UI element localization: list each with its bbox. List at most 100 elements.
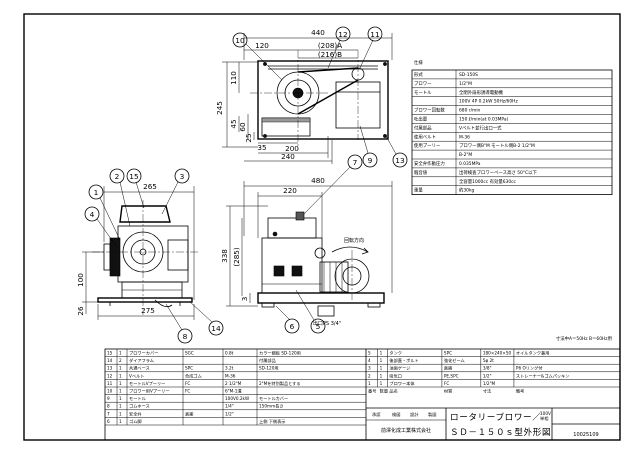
svg-text:3: 3 bbox=[180, 172, 185, 181]
parts-cell-qty: 1 bbox=[119, 351, 122, 356]
balloon-5: 5 bbox=[295, 289, 326, 334]
frequency-note: 寸法中A＝50Hz B＝60Hz用 bbox=[556, 335, 612, 342]
parts-cell-no: 13 bbox=[107, 366, 113, 371]
parts-cell-name: 安全弁 bbox=[129, 410, 142, 417]
dim-top-left-25: 25 bbox=[244, 133, 253, 142]
parts-cell-note: オイルタンク兼用 bbox=[516, 350, 550, 357]
spec-value: B-2"M bbox=[459, 152, 472, 158]
parts-cell-size: 6"M-1溝 bbox=[225, 388, 242, 395]
parts-cell-name: ゴムホース bbox=[129, 403, 150, 409]
spec-value: 全容量1000cc 有効量630cc bbox=[459, 178, 517, 185]
svg-text:8: 8 bbox=[183, 332, 188, 341]
parts-cell-mat: 真鍮 bbox=[444, 365, 453, 372]
parts-cell-size: 5φ 2t bbox=[483, 358, 494, 363]
svg-text:12: 12 bbox=[338, 30, 347, 39]
spec-key: 使用ベルト bbox=[414, 133, 436, 140]
lbl-draw: 製図 bbox=[428, 411, 436, 418]
parts-cell-mat: SGC bbox=[185, 351, 194, 356]
dim-front-285: (285) bbox=[232, 247, 241, 267]
parts-header-size: 寸法 bbox=[483, 388, 491, 395]
balloon-6: 6 bbox=[275, 305, 300, 334]
top-view-base bbox=[257, 60, 389, 140]
parts-cell-mat: 真鍮 bbox=[185, 410, 194, 417]
parts-cell-qty: 1 bbox=[119, 404, 122, 409]
spec-value: プロワー側B"M モートル側B-2 1/2"M bbox=[459, 142, 535, 149]
parts-cell-qty: 1 bbox=[119, 411, 122, 416]
parts-cell-no: 8 bbox=[107, 404, 110, 409]
front-view-dimensions: 480 220 338 (285) 3 bbox=[220, 176, 393, 307]
svg-text:5: 5 bbox=[316, 322, 321, 331]
dim-top-width: 440 bbox=[311, 28, 325, 37]
parts-cell-qty: 1 bbox=[119, 373, 122, 378]
dim-side-26: 26 bbox=[76, 306, 85, 316]
spec-key: ブロワー回転数 bbox=[414, 107, 445, 114]
parts-cell-no: 10 bbox=[107, 389, 113, 394]
side-view bbox=[92, 200, 200, 315]
spec-value: 150 ℓ/min(at 0.03MPa) bbox=[459, 117, 509, 123]
balloon-11: 11 bbox=[359, 26, 383, 69]
svg-text:2: 2 bbox=[115, 172, 120, 181]
parts-cell-size: 1/2" bbox=[483, 373, 492, 378]
dim-top-200: 200 bbox=[285, 144, 299, 153]
side-view-dimensions: 265 275 100 26 bbox=[76, 182, 195, 320]
parts-cell-qty: 1 bbox=[119, 419, 122, 424]
parts-cell-name: 共通ベース bbox=[129, 365, 150, 372]
lbl-approve: 承認 bbox=[372, 411, 381, 418]
dim-top-a: (208)A bbox=[318, 41, 342, 50]
parts-header-name: 品名 bbox=[389, 388, 397, 395]
parts-cell-name: Vベルト bbox=[129, 373, 144, 378]
parts-cell-no: 15 bbox=[107, 351, 113, 356]
spec-key: 付属部品 bbox=[414, 124, 432, 131]
spec-value: 1/2"M bbox=[459, 81, 472, 87]
spec-title: 仕様 bbox=[414, 59, 423, 66]
lbl-check: 検図 bbox=[392, 411, 400, 418]
parts-cell-qty: 1 bbox=[119, 381, 122, 386]
parts-cell-name: モートル bbox=[129, 396, 146, 401]
balloon-13: 13 bbox=[385, 135, 408, 168]
parts-cell-qty: 2 bbox=[119, 358, 122, 363]
parts-cell-size: 0.8t bbox=[225, 351, 234, 356]
dim-front-338: 338 bbox=[220, 249, 229, 263]
parts-cell-name: ブロワー用Vプーリー bbox=[129, 388, 170, 395]
parts-cell-note: SD-120用 bbox=[259, 366, 279, 372]
dim-top-offset: 120 bbox=[255, 41, 269, 50]
parts-cell-name: ダイアフラム bbox=[129, 357, 154, 364]
svg-text:14: 14 bbox=[211, 324, 221, 333]
parts-cell-qty: 1 bbox=[380, 366, 383, 371]
spec-value: 680 r/min bbox=[459, 108, 481, 114]
spec-key: モートル bbox=[414, 90, 432, 96]
parts-cell-mat: SPC bbox=[185, 366, 193, 371]
svg-text:15: 15 bbox=[129, 172, 139, 181]
parts-cell-no: 14 bbox=[107, 358, 113, 363]
dim-top-left-245: 245 bbox=[215, 101, 224, 115]
svg-text:6: 6 bbox=[290, 322, 295, 331]
balloon-7: 7 bbox=[303, 154, 363, 215]
parts-cell-qty: 1 bbox=[380, 358, 383, 363]
svg-text:7: 7 bbox=[353, 158, 358, 167]
dim-top-35: 35 bbox=[257, 143, 266, 152]
dim-front-220: 220 bbox=[283, 186, 297, 195]
title-block: 承認 検図 設計 製図 前澤化成工業株式会社 ロータリーブロワー／ ＳＤ－１５０… bbox=[366, 407, 620, 440]
dim-side-100: 100 bbox=[76, 273, 85, 287]
dim-top-left-60: 60 bbox=[238, 122, 247, 132]
spec-value: 約30kg bbox=[459, 187, 475, 194]
rotation-direction-label: 回転方向 bbox=[344, 237, 364, 244]
parts-cell-qty: 1 bbox=[380, 351, 383, 356]
front-view: 回転方向 出口PS 3/4" bbox=[257, 211, 385, 327]
spec-value: 100V 4P 0.2kW 50Hz/60Hz bbox=[459, 99, 518, 105]
parts-cell-qty: 1 bbox=[119, 389, 122, 394]
voltage: 100V bbox=[540, 411, 551, 416]
balloon-4: 4 bbox=[84, 206, 117, 247]
dim-top-240: 240 bbox=[281, 152, 295, 161]
parts-cell-name: タンク bbox=[389, 350, 402, 357]
outlet-label: 出口PS 3/4" bbox=[313, 320, 341, 327]
parts-cell-mat: FC bbox=[444, 381, 449, 386]
dim-front-3: 3 bbox=[240, 297, 249, 302]
dim-top-left-110: 110 bbox=[229, 71, 238, 85]
